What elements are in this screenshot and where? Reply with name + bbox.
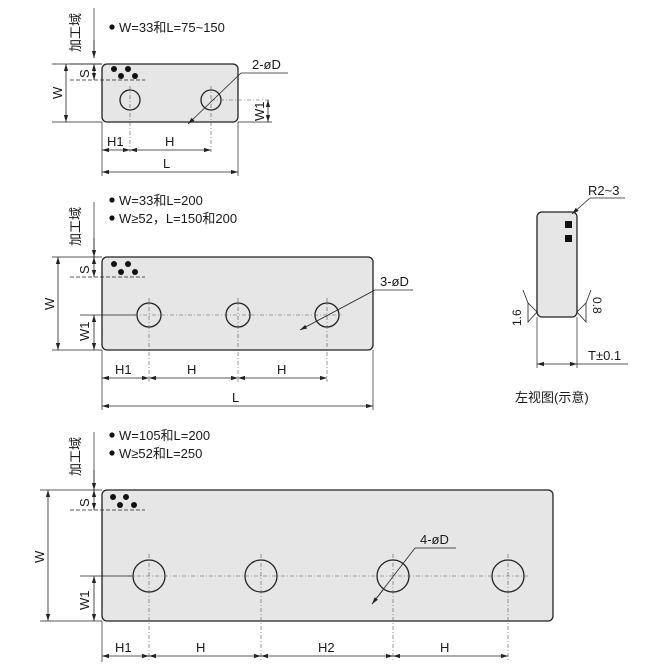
marking-dots — [111, 261, 138, 275]
dim-h2: H2 — [318, 640, 335, 655]
dim-s: S — [77, 498, 92, 507]
dim-h: H — [187, 362, 196, 377]
marking-dots — [110, 494, 137, 508]
bullet — [109, 432, 115, 438]
dim-w: W — [50, 86, 65, 99]
dim-w1: W1 — [252, 102, 267, 122]
dim-l: L — [163, 156, 170, 171]
dim-w: W — [42, 297, 57, 310]
side-view: R2~3 1.6 0.8 T±0.1 左视图(示意) — [510, 183, 628, 405]
condition-text: W≥52和L=250 — [119, 446, 202, 461]
hole-callout: 4-øD — [420, 532, 449, 547]
roughness-right: 0.8 — [590, 297, 604, 314]
bullet — [109, 215, 115, 221]
dim-h1: H1 — [115, 640, 132, 655]
hole-callout: 3-øD — [380, 274, 409, 289]
condition-text: W=105和L=200 — [119, 428, 210, 443]
hole-callout: 2-øD — [252, 57, 281, 72]
dim-h1: H1 — [107, 134, 124, 149]
roughness-symbol — [527, 302, 538, 324]
roughness-symbol — [576, 302, 587, 324]
condition-text: W≥52，L=150和200 — [119, 211, 237, 226]
hole — [225, 302, 251, 328]
dim-h: H — [440, 640, 449, 655]
dim-s: S — [77, 265, 92, 274]
dim-h1: H1 — [115, 362, 132, 377]
dim-h: H — [196, 640, 205, 655]
dim-l: L — [232, 390, 239, 405]
bullet — [109, 450, 115, 456]
condition-text: W=33和L=200 — [119, 193, 203, 208]
machining-area-label: 加工域 — [68, 13, 83, 52]
machining-area-label: 加工域 — [68, 437, 83, 476]
view-1: 加工域 W=33和L=75~150 W S W1 2-øD — [50, 8, 288, 176]
dim-s: S — [77, 69, 92, 78]
radius-callout: R2~3 — [588, 183, 619, 198]
roughness-left: 1.6 — [510, 309, 524, 326]
bullet — [109, 24, 115, 30]
bullet — [109, 197, 115, 203]
dim-h: H — [165, 134, 174, 149]
dim-w: W — [32, 550, 47, 563]
thickness-label: T±0.1 — [588, 348, 621, 363]
dim-w1: W1 — [77, 591, 92, 611]
plate — [101, 489, 554, 622]
machining-area-label: 加工域 — [68, 207, 83, 246]
view-2: 加工域 W=33和L=200 W≥52，L=150和200 W S W1 — [42, 193, 413, 410]
dim-w1: W1 — [77, 322, 92, 342]
view-3: 加工域 W=105和L=200 W≥52和L=250 W S W1 — [32, 428, 554, 662]
marking-dots — [111, 66, 138, 79]
side-view-caption: 左视图(示意) — [515, 390, 589, 405]
dim-h: H — [277, 362, 286, 377]
condition-text: W=33和L=75~150 — [119, 20, 225, 35]
